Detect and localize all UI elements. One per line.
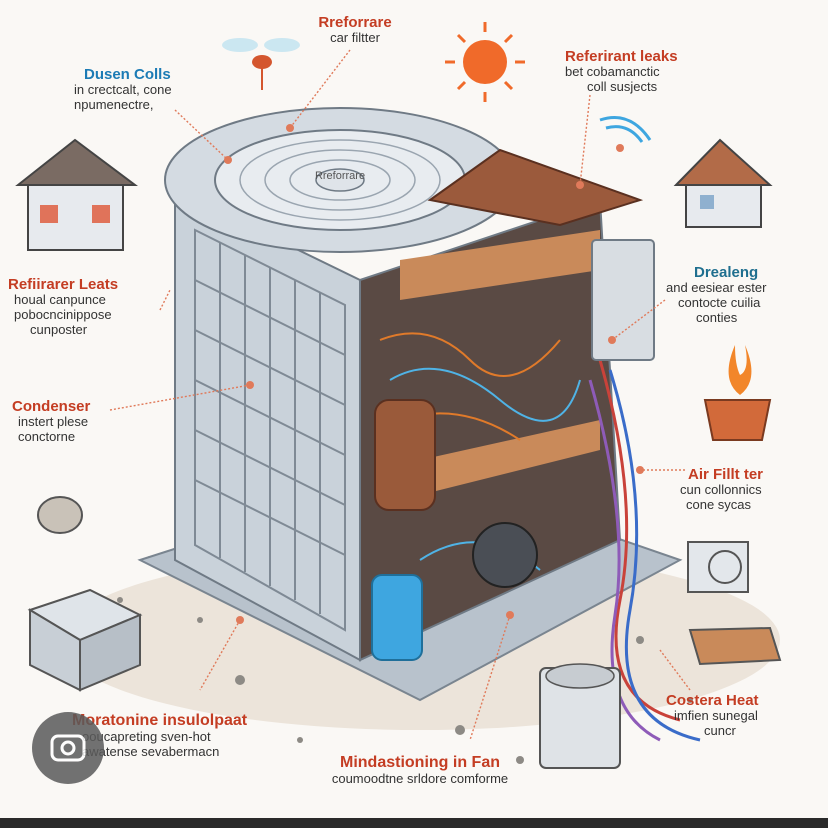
label-left-mid: Condenser instert plese conctorne (12, 398, 142, 445)
bottom-bar (0, 818, 828, 828)
house-icon-right (673, 138, 773, 228)
label-right-mid: Air Fillt ter cun collonnics cone sycas (656, 466, 816, 513)
label-sub: conties (696, 310, 738, 326)
label-sub: instert plese (18, 414, 89, 430)
label-sub: cuncr (704, 723, 736, 739)
signal-icon (599, 116, 652, 143)
label-top-left: Dusen Colls in crectcalt, cone npumenect… (74, 66, 224, 113)
label-sub: bet cobamanctic (565, 64, 660, 80)
wire-bundle (588, 359, 701, 742)
lens-search-icon (50, 734, 86, 762)
fan-part-icon (37, 496, 83, 534)
label-title: Mindastioning in Fan (340, 754, 500, 771)
label-sub: imfien sunegal (674, 708, 758, 724)
compressor-cylinder (374, 399, 436, 511)
label-sub: conctorne (18, 429, 76, 445)
storage-box-icon (27, 588, 143, 692)
label-sub: coll susjects (587, 79, 658, 95)
mosquito-icon (222, 38, 300, 90)
label-top-right: Referirant leaks bet cobamanctic coll su… (565, 48, 735, 95)
label-right-upper: Drealeng and eesiear ester contocte cuil… (666, 264, 816, 326)
roof-cutaway (427, 148, 644, 227)
small-condenser-icon (539, 663, 621, 769)
label-sub: and eesiear ester (666, 280, 767, 296)
label-title: Condenser (12, 398, 91, 415)
label-sub: ooucapreting sven-hot (82, 729, 211, 745)
label-mid-left: Refiirarer Leats houal canpunce pobocnci… (8, 276, 168, 338)
fan-hub (315, 168, 365, 192)
label-title: Referirant leaks (565, 48, 678, 65)
house-icon (15, 138, 138, 251)
label-bottom-right: Costera Heat imfien sunegal cuncr (666, 692, 816, 739)
label-title: Dusen Colls (84, 66, 171, 83)
label-sub: car filtter (330, 30, 380, 46)
control-box (591, 239, 655, 361)
label-sub: coumoodtne srldore comforme (331, 771, 509, 787)
sun-icon (445, 22, 525, 102)
callout-dots (224, 124, 644, 624)
label-title: Rreforrare (318, 14, 392, 31)
interior-shelf-top (400, 230, 600, 300)
label-sub: pobocncinippose (14, 307, 112, 323)
label-title: Air Fillt ter (688, 466, 764, 483)
label-bottom-left: Moratonine insulolpaat ooucapreting sven… (72, 712, 292, 760)
filter-cylinder (371, 574, 423, 661)
mini-ac-icon (687, 541, 749, 593)
lens-search-button[interactable] (32, 712, 104, 784)
fan-grille-rings (239, 139, 441, 221)
label-title: Costera Heat (666, 692, 759, 709)
label-sub: in crectcalt, cone (74, 82, 172, 98)
label-sub: houal canpunce (14, 292, 106, 308)
label-unit-top: Rreforrare (300, 170, 380, 183)
label-top-center: Rreforrare car filtter (295, 14, 415, 46)
air-filter-panel-icon (688, 626, 782, 666)
fire-icon (703, 345, 772, 441)
label-title: Refiirarer Leats (8, 276, 119, 293)
interior-shelf-mid (420, 420, 600, 495)
debris-icon (117, 556, 693, 764)
label-bottom-center: Mindastioning in Fan coumoodtne srldore … (300, 754, 540, 787)
label-sub: cun collonnics (680, 482, 762, 498)
label-title: Rreforrare (314, 170, 366, 182)
label-sub: cone sycas (686, 497, 752, 513)
callout-lines (109, 49, 691, 741)
label-title: Drealeng (694, 264, 759, 281)
label-title: Moratonine insulolpaat (72, 712, 248, 729)
label-sub: npumenectre, (74, 97, 154, 113)
label-sub: contocte cuilia (678, 295, 761, 311)
fan-motor (472, 522, 538, 588)
label-sub: awatense sevabermacn (82, 744, 220, 760)
label-sub: cunposter (30, 322, 88, 338)
unit-grille (194, 228, 346, 632)
